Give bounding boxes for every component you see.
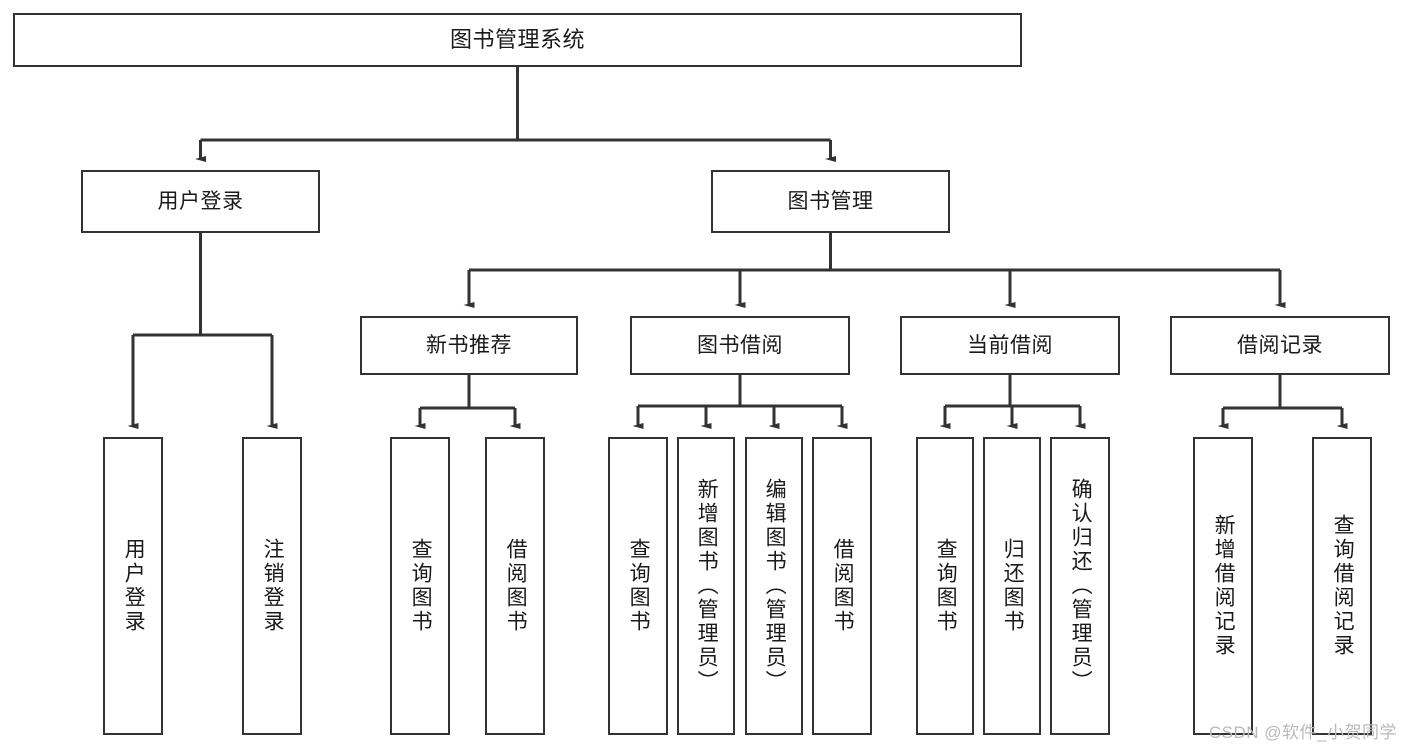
node-leaf-query-book-borrow[interactable]: 查询图书 bbox=[608, 437, 668, 735]
node-label: 新书推荐 bbox=[426, 333, 512, 357]
node-root[interactable]: 图书管理系统 bbox=[13, 13, 1022, 67]
node-leaf-logout[interactable]: 注销登录 bbox=[242, 437, 302, 735]
node-label: 图书管理 bbox=[787, 189, 874, 213]
node-leaf-confirm-return[interactable]: 确认归还（管理员） bbox=[1050, 437, 1110, 735]
node-label: 编辑图书（管理员） bbox=[763, 478, 787, 694]
node-l2-book-borrow[interactable]: 图书借阅 bbox=[630, 316, 850, 375]
node-leaf-query-book-cur[interactable]: 查询图书 bbox=[916, 437, 974, 735]
node-leaf-edit-book[interactable]: 编辑图书（管理员） bbox=[745, 437, 803, 735]
node-label: 图书借阅 bbox=[697, 333, 783, 357]
node-label: 查询图书 bbox=[409, 538, 433, 634]
node-label: 新增借阅记录 bbox=[1212, 514, 1236, 658]
node-label: 查询图书 bbox=[934, 538, 958, 634]
node-leaf-query-record[interactable]: 查询借阅记录 bbox=[1312, 437, 1372, 735]
node-leaf-user-login[interactable]: 用户登录 bbox=[103, 437, 163, 735]
node-label: 注销登录 bbox=[261, 538, 285, 634]
node-leaf-return-book[interactable]: 归还图书 bbox=[983, 437, 1041, 735]
node-label: 图书管理系统 bbox=[449, 26, 585, 52]
node-label: 用户登录 bbox=[157, 189, 244, 213]
node-label: 确认归还（管理员） bbox=[1069, 478, 1093, 694]
node-l1-user-login[interactable]: 用户登录 bbox=[81, 170, 320, 233]
node-leaf-borrow-book-rec[interactable]: 借阅图书 bbox=[485, 437, 545, 735]
node-label: 用户登录 bbox=[122, 538, 146, 634]
node-label: 借阅图书 bbox=[504, 538, 528, 634]
node-label: 借阅图书 bbox=[831, 538, 855, 634]
node-l2-borrow-record[interactable]: 借阅记录 bbox=[1170, 316, 1390, 375]
node-leaf-borrow-book[interactable]: 借阅图书 bbox=[812, 437, 872, 735]
node-leaf-add-book[interactable]: 新增图书（管理员） bbox=[677, 437, 735, 735]
node-l1-book-manage[interactable]: 图书管理 bbox=[711, 170, 950, 233]
node-label: 归还图书 bbox=[1001, 538, 1025, 634]
node-l2-new-book-rec[interactable]: 新书推荐 bbox=[360, 316, 578, 375]
node-label: 借阅记录 bbox=[1237, 333, 1323, 357]
node-label: 新增图书（管理员） bbox=[695, 478, 719, 694]
node-l2-current-borrow[interactable]: 当前借阅 bbox=[900, 316, 1120, 375]
node-label: 查询借阅记录 bbox=[1331, 514, 1355, 658]
node-leaf-add-record[interactable]: 新增借阅记录 bbox=[1193, 437, 1253, 735]
node-label: 当前借阅 bbox=[967, 333, 1053, 357]
node-label: 查询图书 bbox=[627, 538, 651, 634]
watermark-text: CSDN @软件_小贺同学 bbox=[1208, 723, 1397, 742]
node-leaf-query-book-rec[interactable]: 查询图书 bbox=[390, 437, 450, 735]
